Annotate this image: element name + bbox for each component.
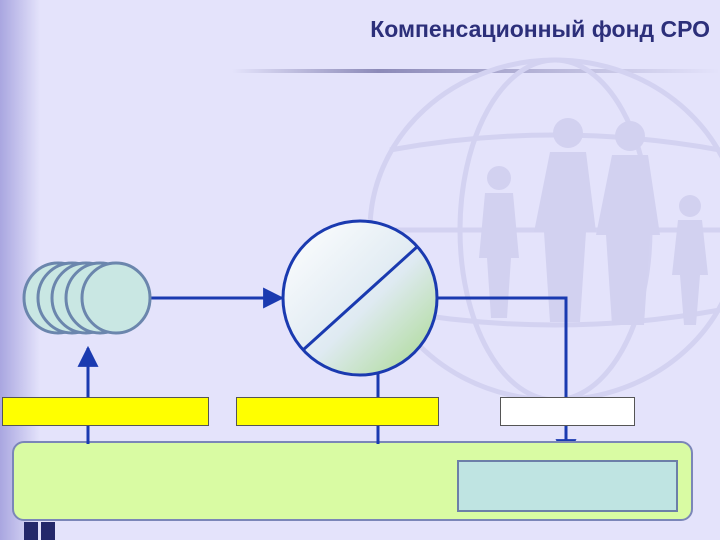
yellow-label-box-2 bbox=[236, 397, 439, 426]
coin-stack bbox=[24, 263, 150, 333]
yellow-label-box-1 bbox=[2, 397, 209, 426]
inner-box bbox=[457, 460, 678, 512]
arrow-fund-to-inner-box bbox=[438, 298, 566, 458]
fund-circle bbox=[283, 221, 437, 375]
white-label-box bbox=[500, 397, 635, 426]
coin bbox=[82, 263, 150, 333]
